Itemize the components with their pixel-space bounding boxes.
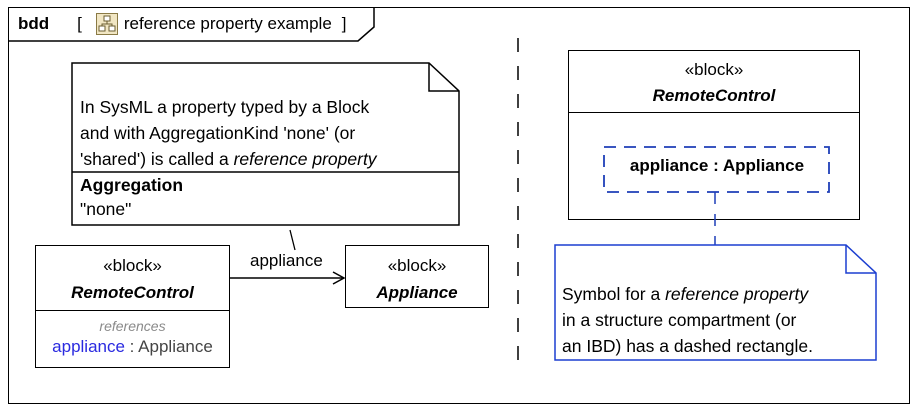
right-note-shape: [554, 244, 877, 361]
association-role-label: appliance: [250, 251, 323, 270]
left-note-shape: [71, 62, 460, 226]
reference-property-row[interactable]: appliance : Appliance: [36, 337, 229, 357]
reference-part-label[interactable]: appliance : Appliance: [629, 156, 805, 175]
block-stereotype: «block»: [103, 256, 162, 275]
property-type: Appliance: [138, 337, 213, 356]
left-note-line-3-italic: reference property: [233, 149, 377, 169]
left-note-line-3-plain: 'shared') is called a: [80, 149, 234, 169]
block-definition-diagram-icon: [95, 13, 118, 35]
block-stereotype: «block»: [684, 60, 744, 79]
left-note-section-value: "none": [80, 199, 132, 219]
block-remote-control[interactable]: «block» RemoteControl references applian…: [35, 245, 230, 368]
block-name: RemoteControl: [71, 283, 194, 302]
right-note-line-1: Symbol for a reference property: [562, 281, 872, 307]
property-name: appliance: [52, 337, 125, 356]
compartment-label: references: [99, 318, 166, 334]
left-note-section: Aggregation "none": [80, 173, 450, 221]
right-note-body: Symbol for a reference property in a str…: [562, 281, 872, 359]
frame-header-tab: [8, 7, 375, 42]
right-note-line-2: in a structure compartment (or: [562, 310, 797, 330]
right-note-line-3: an IBD) has a dashed rectangle.: [562, 336, 813, 356]
block-name: Appliance: [376, 283, 458, 302]
left-note-body: In SysML a property typed by a Block and…: [80, 94, 450, 172]
open-bracket: [: [77, 14, 82, 33]
block-appliance[interactable]: «block» Appliance: [345, 245, 489, 308]
close-bracket: ]: [341, 14, 347, 33]
association-arrow: [229, 271, 346, 285]
separator-line: [517, 38, 519, 370]
right-note-anchor-line: [714, 192, 716, 248]
frame-header: bdd [ reference property example ]: [8, 7, 355, 41]
block-compartment-divider: [36, 310, 229, 311]
left-note-section-title: Aggregation: [80, 175, 184, 195]
block-stereotype: «block»: [387, 256, 447, 275]
property-separator: :: [124, 337, 139, 356]
left-note-line-3: 'shared') is called a reference property: [80, 146, 450, 172]
note-anchor-line: [289, 229, 296, 251]
diagram-frame: [8, 7, 910, 404]
left-note-line-1: In SysML a property typed by a Block: [80, 97, 370, 117]
left-note-line-2: and with AggregationKind 'none' (or: [80, 123, 356, 143]
structure-compartment-divider: [569, 112, 859, 113]
diagram-name: reference property example: [123, 14, 332, 33]
right-note-line-1-italic: reference property: [665, 284, 809, 304]
diagram-kind: bdd: [18, 14, 50, 33]
block-name: RemoteControl: [652, 86, 776, 105]
right-note-line-1-plain: Symbol for a: [562, 284, 666, 304]
reference-part-dashed-rect: [603, 146, 830, 193]
